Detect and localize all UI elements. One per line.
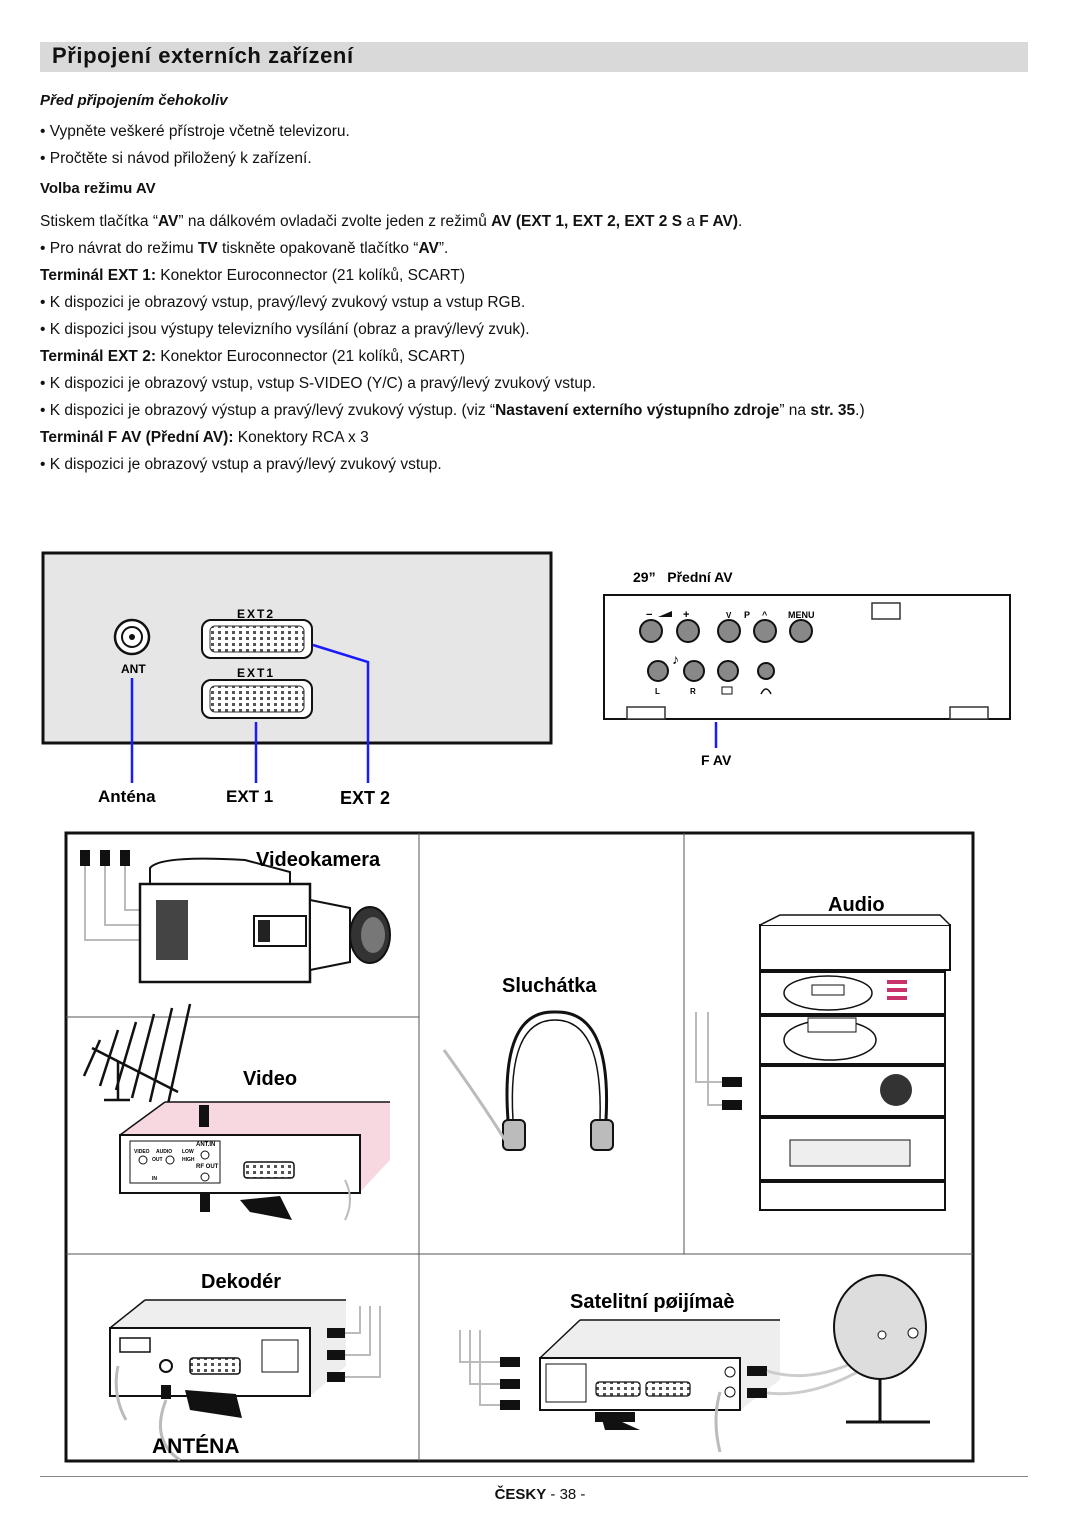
satellite-receiver-icon xyxy=(459,1319,906,1453)
svg-text:R: R xyxy=(690,687,696,696)
program-up-button xyxy=(753,619,777,643)
vcr-icon: VIDEO AUDIO OUT IN LOW HIGH ANT.IN RF OU… xyxy=(82,1003,390,1221)
audio-r-jack xyxy=(683,660,705,682)
ext2-bullet-1: • K dispozici je obrazový vstup, vstup S… xyxy=(40,375,596,392)
antenna-label: ANTÉNA xyxy=(152,1435,240,1458)
headphone-jack xyxy=(757,662,775,680)
svg-text:VIDEO: VIDEO xyxy=(134,1149,150,1155)
intro-bullet-1-text: Vypněte veškeré přístroje včetně televiz… xyxy=(49,123,350,140)
intro-bullet-2-text: Pročtěte si návod přiložený k zařízení. xyxy=(49,150,312,167)
fav-bullet: • K dispozici je obrazový vstup a pravý/… xyxy=(40,456,442,473)
svg-text:ANT.IN: ANT.IN xyxy=(196,1142,215,1148)
av-paragraph: Stiskem tlačítka “AV” na dálkovém ovlada… xyxy=(40,213,743,230)
audio-l-jack xyxy=(647,660,669,682)
svg-text:V: V xyxy=(726,611,732,620)
headphones-label: Sluchátka xyxy=(502,975,597,997)
intro-bullet-1: • Vypněte veškeré přístroje včetně telev… xyxy=(40,123,350,140)
svg-text:AUDIO: AUDIO xyxy=(156,1149,172,1155)
svg-text:OUT: OUT xyxy=(152,1157,163,1163)
audio-system-icon xyxy=(695,914,951,1211)
ext1-callout: EXT 1 xyxy=(226,787,273,806)
tv-return-bullet: • Pro návrat do režimu TV tiskněte opako… xyxy=(40,240,449,257)
audio-label: Audio xyxy=(828,894,885,916)
menu-button xyxy=(789,619,813,643)
camcorder-label: Videokamera xyxy=(256,849,381,871)
svg-text:RF OUT: RF OUT xyxy=(196,1164,219,1170)
decoder-label: Dekodér xyxy=(201,1271,281,1293)
decoder-icon xyxy=(109,1299,381,1462)
callout-lines xyxy=(130,643,718,783)
fav-heading: Terminál F AV (Přední AV): Konektory RCA… xyxy=(40,429,369,446)
page-footer: ČESKY - 38 - xyxy=(0,1486,1080,1503)
ext2-callout: EXT 2 xyxy=(340,788,390,808)
ext1-bullet-2: • K dispozici jsou výstupy televizního v… xyxy=(40,321,530,338)
ext1-port-label: EXT1 xyxy=(237,666,275,680)
page-number: - 38 - xyxy=(546,1486,586,1503)
svg-text:♪: ♪ xyxy=(672,651,679,667)
footer-language: ČESKY xyxy=(494,1486,547,1503)
section-heading: Volba režimu AV xyxy=(40,180,156,197)
svg-text:IN: IN xyxy=(152,1176,157,1182)
ext2-port-label: EXT2 xyxy=(237,607,275,621)
page-title: Připojení externích zařízení xyxy=(52,43,354,68)
svg-text:P: P xyxy=(744,610,750,620)
ext2-heading: Terminál EXT 2: Konektor Euroconnector (… xyxy=(40,348,465,365)
subtitle: Před připojením čehokoliv xyxy=(40,92,228,109)
intro-bullet-2: • Pročtěte si návod přiložený k zařízení… xyxy=(40,150,312,167)
video-jack xyxy=(717,660,739,682)
svg-text:^: ^ xyxy=(762,610,768,620)
program-down-button xyxy=(717,619,741,643)
svg-text:+: + xyxy=(683,609,689,621)
antenna-callout: Anténa xyxy=(98,787,156,806)
svg-text:L: L xyxy=(655,687,660,696)
satellite-label: Satelitní pøijímaè xyxy=(570,1291,734,1313)
ext1-heading: Terminál EXT 1: Konektor Euroconnector (… xyxy=(40,267,465,284)
svg-text:−: − xyxy=(646,609,652,621)
title-bar: Připojení externích zařízení xyxy=(40,42,1028,72)
volume-down-button xyxy=(639,619,663,643)
vcr-label: Video xyxy=(243,1068,297,1090)
svg-text:HIGH: HIGH xyxy=(182,1157,195,1163)
connection-diagram: EXT2 EXT1 ANT Anténa EXT 1 EXT 2 29” Pře… xyxy=(41,551,1011,1463)
svg-text:MENU: MENU xyxy=(788,610,815,620)
svg-text:LOW: LOW xyxy=(182,1149,194,1155)
ext2-bullet-2: • K dispozici je obrazový výstup a pravý… xyxy=(40,402,865,419)
headphones-icon xyxy=(442,1010,614,1151)
volume-up-button xyxy=(676,619,700,643)
satellite-dish-icon xyxy=(833,1274,930,1424)
front-av-heading: 29” Přední AV xyxy=(633,569,733,585)
ext1-bullet-1: • K dispozici je obrazový vstup, pravý/l… xyxy=(40,294,526,311)
camcorder-icon xyxy=(80,850,391,984)
fav-callout: F AV xyxy=(701,752,732,768)
ant-port-label: ANT xyxy=(121,662,146,676)
footer-rule xyxy=(40,1476,1028,1477)
